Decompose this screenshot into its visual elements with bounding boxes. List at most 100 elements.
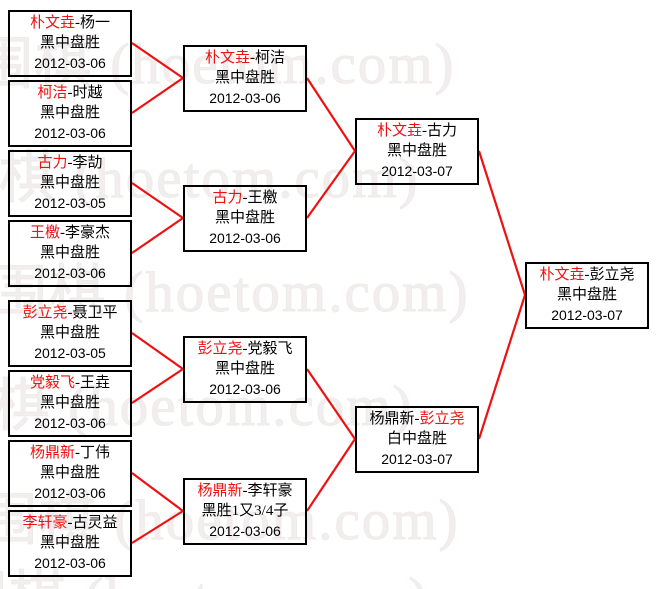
match-date: 2012-03-06 xyxy=(209,229,281,246)
player-loser: 王檄 xyxy=(247,190,278,206)
match-result: 黑中盘胜 xyxy=(214,209,275,226)
connector-line xyxy=(306,438,356,512)
connector-line xyxy=(131,217,184,254)
match-players: 朴文垚-柯洁 xyxy=(185,49,305,69)
player-separator: - xyxy=(75,15,80,31)
match-date: 2012-03-06 xyxy=(34,484,106,501)
match-players: 杨鼎新-丁伟 xyxy=(10,444,130,464)
match-result: 黑中盘胜 xyxy=(39,104,100,121)
match-players: 杨鼎新-李轩豪 xyxy=(185,482,305,502)
match-date: 2012-03-06 xyxy=(209,380,281,397)
player-winner: 杨鼎新 xyxy=(29,445,75,461)
match-players: 彭立尧-聂卫平 xyxy=(10,304,130,324)
match-result: 黑中盘胜 xyxy=(214,69,275,86)
match-date: 2012-03-06 xyxy=(209,89,281,106)
match-result: 白中盘胜 xyxy=(386,430,447,447)
match-result: 黑中盘胜 xyxy=(39,324,100,341)
player-loser: 丁伟 xyxy=(80,445,111,461)
player-loser: 柯洁 xyxy=(255,50,286,66)
player-loser: 彭立尧 xyxy=(589,267,635,283)
match-date: 2012-03-07 xyxy=(381,162,453,179)
player-loser: 李轩豪 xyxy=(247,483,293,499)
match-date: 2012-03-05 xyxy=(34,344,106,361)
connector-line xyxy=(131,77,184,114)
player-loser: 王垚 xyxy=(80,375,111,391)
player-separator: - xyxy=(67,305,73,321)
match-date: 2012-03-06 xyxy=(34,414,106,431)
player-separator: - xyxy=(67,515,73,531)
player-loser: 古力 xyxy=(427,123,458,139)
player-separator: - xyxy=(75,375,80,391)
match-result: 黑胜1又3/4子 xyxy=(201,502,289,519)
match-players: 党毅飞-王垚 xyxy=(10,374,130,394)
match-players: 朴文垚-古力 xyxy=(357,122,477,142)
player-loser: 杨一 xyxy=(80,15,111,31)
match-date: 2012-03-06 xyxy=(34,124,106,141)
connector-line xyxy=(131,368,184,404)
player-loser: 古灵益 xyxy=(72,515,118,531)
match-players: 朴文垚-杨一 xyxy=(10,14,130,34)
player-separator: - xyxy=(67,85,73,101)
player-winner: 彭立尧 xyxy=(419,411,465,427)
match-players: 朴文垚-彭立尧 xyxy=(527,266,647,286)
match-result: 黑中盘胜 xyxy=(39,244,100,261)
player-winner: 李轩豪 xyxy=(22,515,68,531)
player-loser: 李劼 xyxy=(72,155,103,171)
match-result: 黑中盘胜 xyxy=(39,394,100,411)
player-separator: - xyxy=(60,225,65,241)
connector-line xyxy=(131,472,184,512)
match-date: 2012-03-06 xyxy=(34,554,106,571)
player-winner: 朴文垚 xyxy=(539,267,585,283)
player-winner: 杨鼎新 xyxy=(197,483,243,499)
player-winner: 党毅飞 xyxy=(29,375,75,391)
player-winner: 古力 xyxy=(212,190,243,206)
connector-line xyxy=(306,150,356,219)
connector-line xyxy=(477,294,527,440)
player-winner: 朴文垚 xyxy=(204,50,250,66)
match-box[interactable]: 柯洁-时越黑中盘胜 2012-03-06 xyxy=(8,80,132,147)
connector-line xyxy=(306,77,356,152)
player-winner: 朴文垚 xyxy=(29,15,75,31)
match-players: 古力-李劼 xyxy=(10,154,130,174)
player-separator: - xyxy=(422,123,427,139)
player-winner: 王檄 xyxy=(29,225,60,241)
player-separator: - xyxy=(75,445,80,461)
match-date: 2012-03-06 xyxy=(209,522,281,539)
match-box[interactable]: 杨鼎新-李轩豪黑胜1又3/4子 2012-03-06 xyxy=(183,478,307,545)
player-winner: 彭立尧 xyxy=(22,305,68,321)
connector-line xyxy=(477,150,527,296)
match-result: 黑中盘胜 xyxy=(39,534,100,551)
match-box[interactable]: 朴文垚-古力黑中盘胜 2012-03-07 xyxy=(355,118,479,185)
match-box[interactable]: 古力-王檄黑中盘胜 2012-03-06 xyxy=(183,185,307,252)
match-result: 黑中盘胜 xyxy=(39,34,100,51)
player-separator: - xyxy=(250,50,255,66)
player-separator: - xyxy=(584,267,590,283)
connector-line xyxy=(131,332,184,370)
player-loser: 时越 xyxy=(72,85,103,101)
player-separator: - xyxy=(414,411,420,427)
player-loser: 李豪杰 xyxy=(65,225,111,241)
match-players: 柯洁-时越 xyxy=(10,84,130,104)
player-loser: 杨鼎新 xyxy=(369,411,415,427)
player-separator: - xyxy=(242,190,248,206)
match-date: 2012-03-05 xyxy=(34,194,106,211)
player-loser: 聂卫平 xyxy=(72,305,118,321)
match-result: 黑中盘胜 xyxy=(39,464,100,481)
match-result: 黑中盘胜 xyxy=(386,142,447,159)
player-winner: 古力 xyxy=(37,155,68,171)
match-players: 王檄-李豪杰 xyxy=(10,224,130,244)
player-loser: 党毅飞 xyxy=(247,341,293,357)
match-players: 李轩豪-古灵益 xyxy=(10,514,130,534)
